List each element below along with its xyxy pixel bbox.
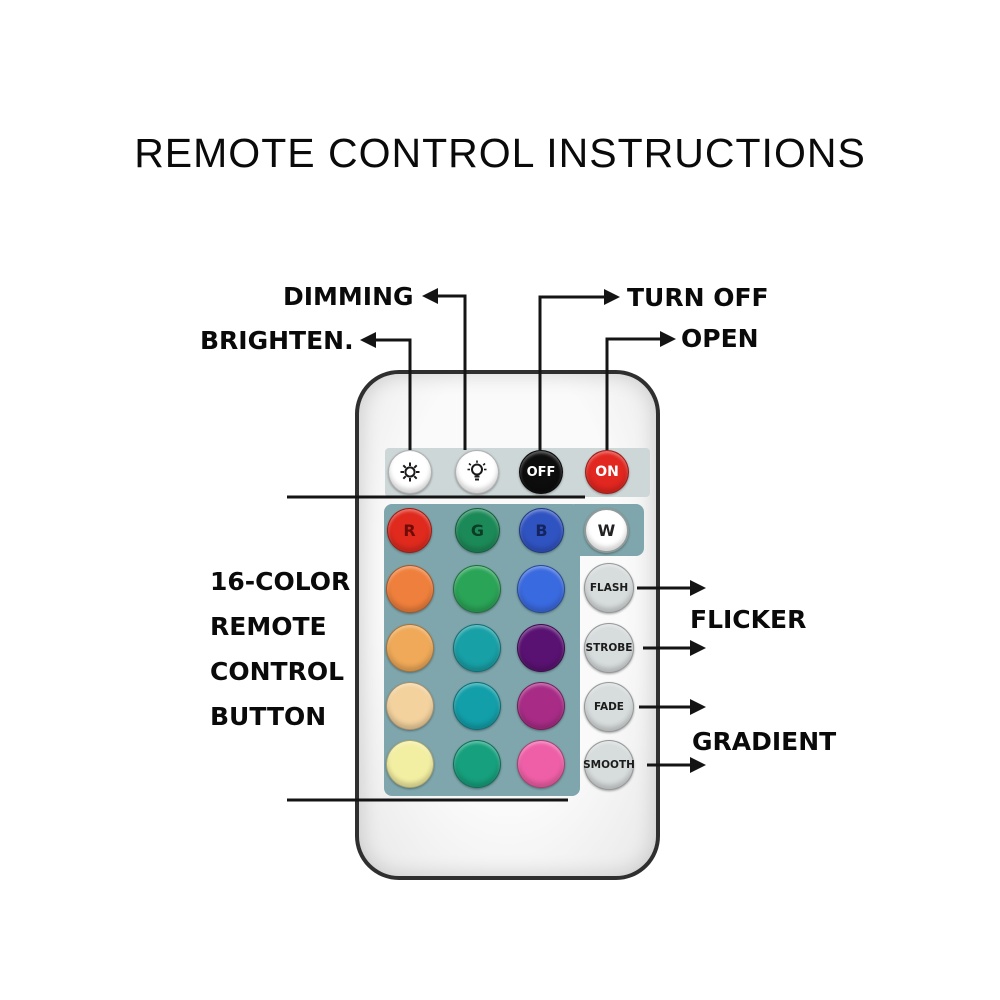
pad-note-line: REMOTE [210,612,327,641]
strobe-button: STROBE [584,623,634,673]
color-button [517,740,565,788]
smooth-button: SMOOTH [583,740,635,790]
flicker-label: FLICKER [690,605,807,634]
turn-off-label: TURN OFF [627,283,769,312]
pad-note-line: BUTTON [210,702,327,731]
color-button [517,565,565,613]
color-button [453,740,501,788]
dimming-label: DIMMING [283,282,414,311]
color-button [386,624,434,672]
fade-button: FADE [584,682,634,732]
color-button [386,682,434,730]
open-label: OPEN [681,324,759,353]
blue-button: B [519,508,564,553]
color-button [386,740,434,788]
pad-note: 16-COLOR REMOTE CONTROL BUTTON [210,559,350,739]
pad-note-line: 16-COLOR [210,567,351,596]
color-button [453,682,501,730]
green-button: G [455,508,500,553]
pad-note-line: CONTROL [210,657,345,686]
flash-button: FLASH [584,563,634,613]
off-button: OFF [519,450,563,494]
color-button [453,624,501,672]
color-button [453,565,501,613]
brighten-button [455,450,499,494]
brighten-label: BRIGHTEN. [200,326,354,355]
sun-bright-icon [467,460,487,481]
color-button [386,565,434,613]
red-button: R [387,508,432,553]
color-button [517,624,565,672]
color-button [517,682,565,730]
white-button: W [584,508,629,553]
gradient-label: GRADIENT [692,727,837,756]
dim-button [388,450,432,494]
page-title: REMOTE CONTROL INSTRUCTIONS [134,130,866,176]
remote-control: OFF ON R G B W FLASH STROBE FADE SMOOTH [355,370,660,880]
sun-dim-icon [400,462,420,482]
on-button: ON [585,450,629,494]
